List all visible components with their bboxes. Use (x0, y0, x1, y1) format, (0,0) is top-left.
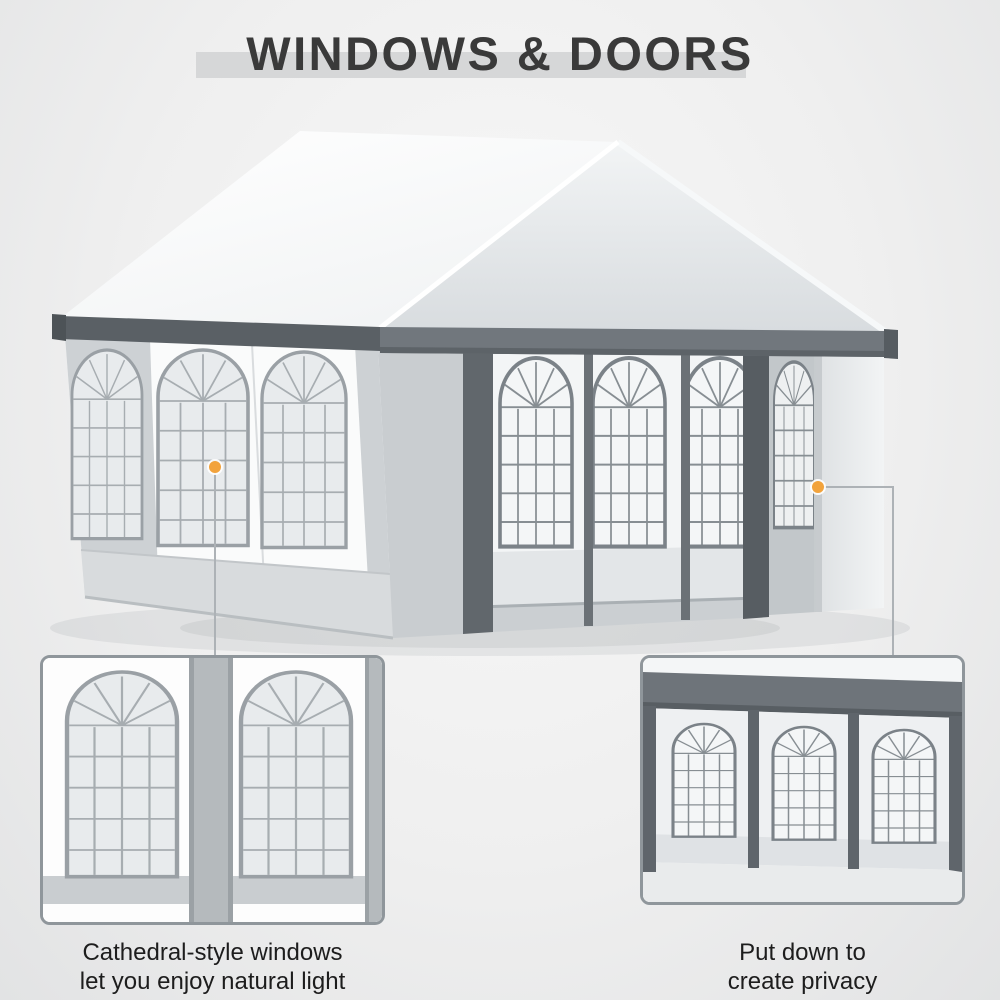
caption-right-line2: create privacy (727, 968, 878, 995)
center-post (189, 658, 233, 922)
caption-right: Put down to create privacy (640, 938, 965, 996)
caption-left-line1: Cathedral-style windows (82, 939, 343, 966)
arched-window (260, 350, 348, 550)
inset-pole (848, 713, 859, 869)
title-highlight-bar (196, 52, 746, 78)
callout-line-left (214, 473, 216, 655)
privacy-door-panel (814, 346, 884, 612)
callout-dot-right (812, 481, 824, 493)
arched-window (772, 360, 816, 530)
arched-window (70, 348, 144, 541)
callout-right-inset (640, 655, 965, 905)
left-wall-windows (70, 348, 348, 550)
inset-ground (643, 862, 962, 902)
inset-pole (643, 706, 656, 872)
arched-window (241, 672, 351, 877)
arched-window (591, 356, 667, 549)
arched-window (498, 356, 574, 549)
header: WINDOWS & DOORS (0, 26, 1000, 106)
tent-illustration (50, 131, 910, 656)
caption-left-line2: let you enjoy natural light (79, 968, 346, 995)
arched-window (771, 725, 837, 841)
roof (62, 131, 888, 335)
arched-window (67, 672, 177, 877)
front-left-panel (378, 346, 463, 638)
callout-line-right-vertical (892, 487, 894, 655)
sidewall-illustration (643, 658, 962, 902)
arched-window (156, 348, 250, 548)
valance (52, 314, 898, 359)
windows-closeup-illustration (43, 658, 382, 922)
corner-post-right (743, 350, 769, 619)
roof-gable (380, 142, 886, 332)
interior (493, 348, 758, 632)
page-title: WINDOWS & DOORS (246, 27, 754, 80)
arched-window (671, 722, 737, 838)
front-pole (681, 352, 690, 620)
right-side-panel (769, 351, 816, 615)
callout-left-inset (40, 655, 385, 925)
corner-post-left (463, 346, 493, 634)
valance-left (60, 316, 380, 351)
front-pole (584, 350, 593, 626)
valance-cap-right (884, 329, 898, 359)
right-post (365, 658, 382, 922)
arched-window (871, 728, 937, 844)
inset-pole (748, 710, 759, 868)
inset-pole (949, 716, 962, 872)
callout-dot-left (209, 461, 221, 473)
front-face (378, 346, 884, 638)
caption-right-line1: Put down to (739, 939, 866, 966)
roof-left-plane (62, 131, 618, 328)
caption-left: Cathedral-style windows let you enjoy na… (40, 938, 385, 996)
callout-line-right-horizontal (824, 486, 894, 488)
valance-cap-left (52, 314, 66, 341)
